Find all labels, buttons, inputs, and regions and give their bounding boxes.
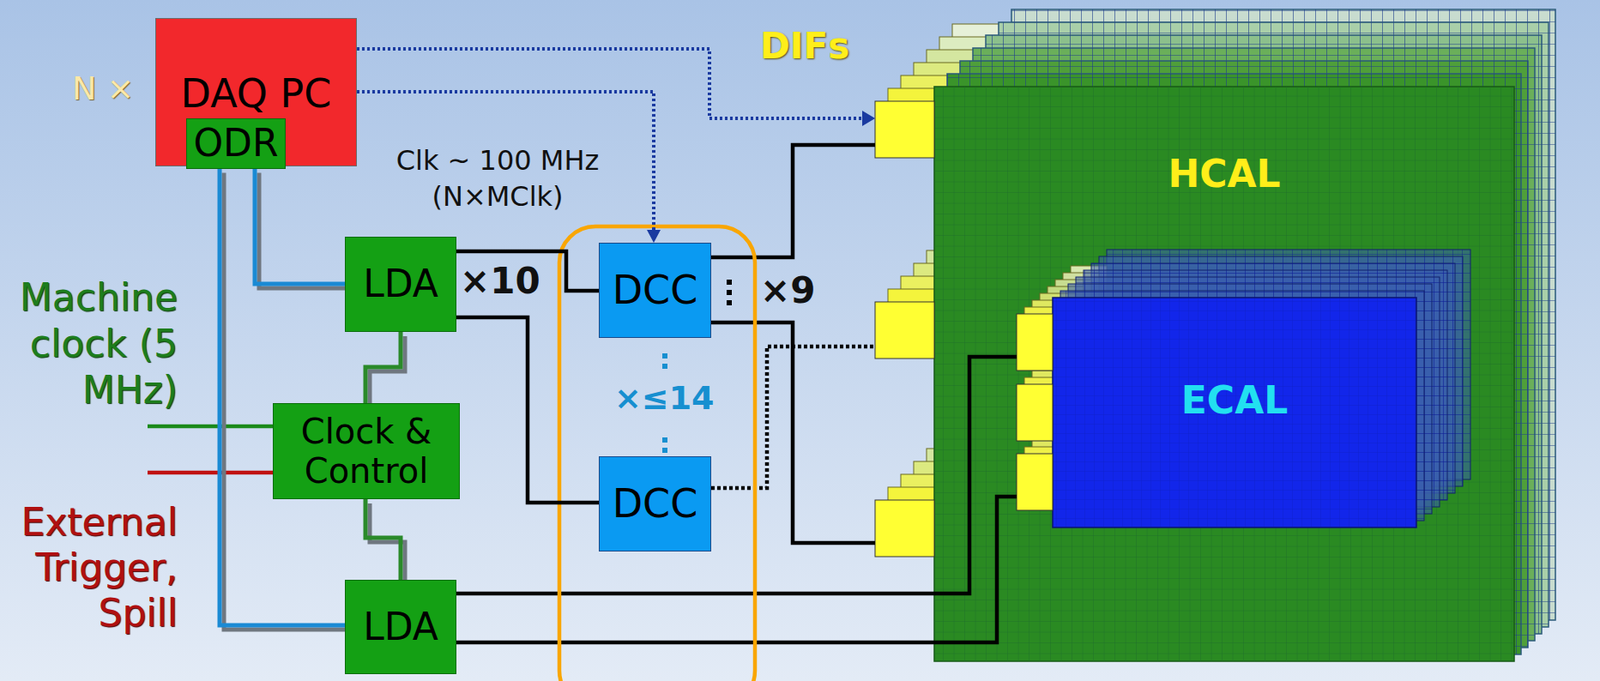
box-label: DAQ PC [156,72,357,116]
readout-wire [456,356,1017,594]
odr-box: ODR [186,118,285,170]
box-label: ODR [189,122,282,164]
connector-line [254,169,345,285]
connector [219,169,350,631]
connector [356,91,661,243]
ellipsis-dot [662,447,668,453]
connector [365,332,405,408]
ellipsis-dot [662,353,668,359]
dif-board [875,301,935,359]
connector-line [365,332,401,404]
ellipsis-dot [726,289,732,296]
hcal-grid [934,86,1515,662]
dcc-group-ring [559,226,755,681]
dcc-box: DCC [598,456,712,552]
dif-board [875,101,935,158]
ellipsis-dot [662,363,668,369]
box-label: DCC [609,268,702,313]
multiplicity-label: ×10 [459,261,541,302]
ecal-grid [1052,297,1417,528]
ellipsis-dot [662,437,668,443]
readout-wire [711,346,876,489]
signal-line [147,470,273,476]
readout-wire [711,144,876,258]
connector-line [365,499,401,580]
ecal-layer-stack [1016,249,1471,528]
connector-shadow [223,173,350,631]
connector-shadow [259,173,350,290]
dif-board [1016,453,1053,511]
signal-name: Machine clock (5 MHz) [6,274,178,414]
dcc-box: DCC [598,242,712,339]
signal-line [147,424,273,429]
dif-label: DIFs [760,26,850,67]
ellipsis-dot [726,300,732,306]
lda-box: LDA [344,579,457,675]
signal-name: External Trigger, Spill [6,499,178,636]
readout-wire [456,496,1017,643]
box-label: LDA [359,606,442,648]
connector-line [356,91,654,232]
clock-frequency-note: Clk ~ 100 MHz (N×MClk) [373,142,622,215]
ecal-region: ECAL [1052,297,1417,528]
box-label: Clock & Control [273,411,459,491]
box-label: ECAL [1052,380,1417,422]
dif-board [875,500,935,557]
ecal-layer [1052,297,1417,528]
box-label: DCC [609,482,702,526]
box-label: LDA [359,263,442,305]
box-label: HCAL [934,153,1515,195]
clock-control-box: Clock & Control [272,403,460,500]
readout-wire [711,322,876,544]
dif-board [1016,313,1053,371]
ellipsis-dot [726,279,732,285]
arrow-head [862,110,876,127]
hcal-layer-stack [875,9,1556,662]
hcal-region: HCAL ECAL [934,86,1515,662]
connector-line [456,317,599,503]
connector [254,169,350,290]
connector [365,499,405,585]
arrow-head [646,229,661,243]
hcal-layer [934,86,1515,662]
connector-line [219,169,345,627]
multiplicity-label: ×≤14 [614,380,715,417]
dif-board [1016,384,1053,441]
lda-box: LDA [344,236,457,333]
multiplicity-label: ×9 [760,271,816,311]
daq-pc-box: DAQ PC ODR [155,18,357,167]
multiplicity-label: N × [72,71,134,108]
connector [456,317,599,503]
